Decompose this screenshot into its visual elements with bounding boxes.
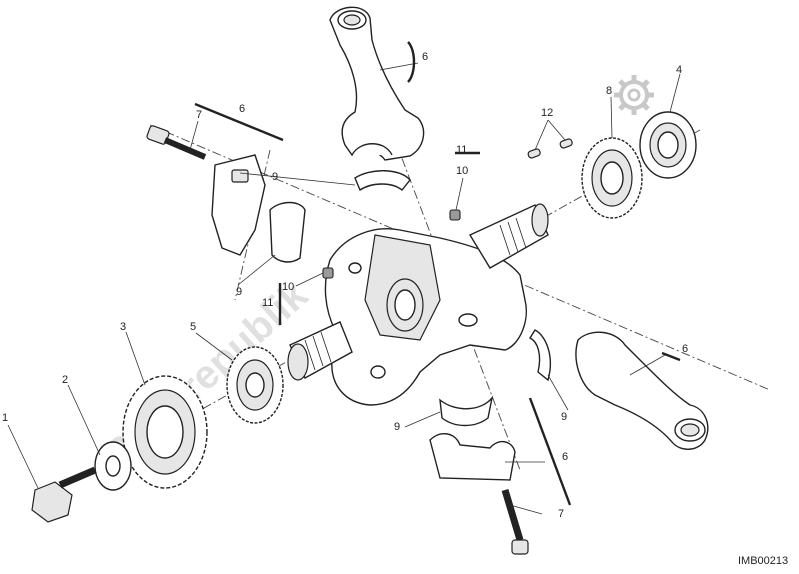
callout-9-upper-left: 9 [272,171,278,183]
diagram-reference-code: IMB00213 [738,555,788,567]
watermark-gear-icon [614,75,654,115]
callout-labels: 1 2 3 4 5 6 6 6 6 7 7 8 9 9 9 9 10 10 11… [2,51,688,520]
callout-12: 12 [541,107,553,119]
callout-10-left: 10 [282,281,294,293]
upper-bolt [146,125,207,160]
timing-gear-right [581,137,643,219]
large-gear [122,375,208,489]
callout-1: 1 [2,412,8,424]
callout-11-left: 11 [262,297,273,309]
callout-6-upper-cap: 6 [239,103,245,115]
callout-6-upper-rod: 6 [422,51,428,63]
upper-bearing-shells [269,170,411,263]
lower-bearing-cap [429,433,516,481]
small-gear [226,346,284,424]
upper-bearing-cap [211,154,266,256]
callout-4: 4 [676,64,682,76]
plugs [527,138,573,159]
dowel-pins [322,209,461,279]
washer [94,441,132,491]
callout-7-upper: 7 [196,109,202,121]
callout-9-lower-right: 9 [561,411,567,423]
callout-10-right: 10 [456,165,468,177]
callout-11-right: 11 [456,144,467,156]
lower-connecting-rod [575,331,709,450]
callout-9-lower: 9 [394,421,400,433]
callout-7-lower: 7 [558,508,564,520]
crankshaft [287,203,549,406]
callout-3: 3 [120,321,126,333]
group-braces [194,41,681,506]
upper-connecting-rod [329,6,425,161]
lower-bolt [501,488,529,555]
ring-nut [639,111,697,179]
callout-8: 8 [606,85,612,97]
callout-5: 5 [190,321,196,333]
crank-nut [31,466,97,523]
leader-lines [7,62,681,515]
callout-2: 2 [62,374,68,386]
callout-6-lower-cap: 6 [562,451,568,463]
callout-9-left: 9 [236,286,242,298]
callout-6-lower-rod: 6 [682,343,688,355]
lower-bearing-shells [439,329,552,427]
